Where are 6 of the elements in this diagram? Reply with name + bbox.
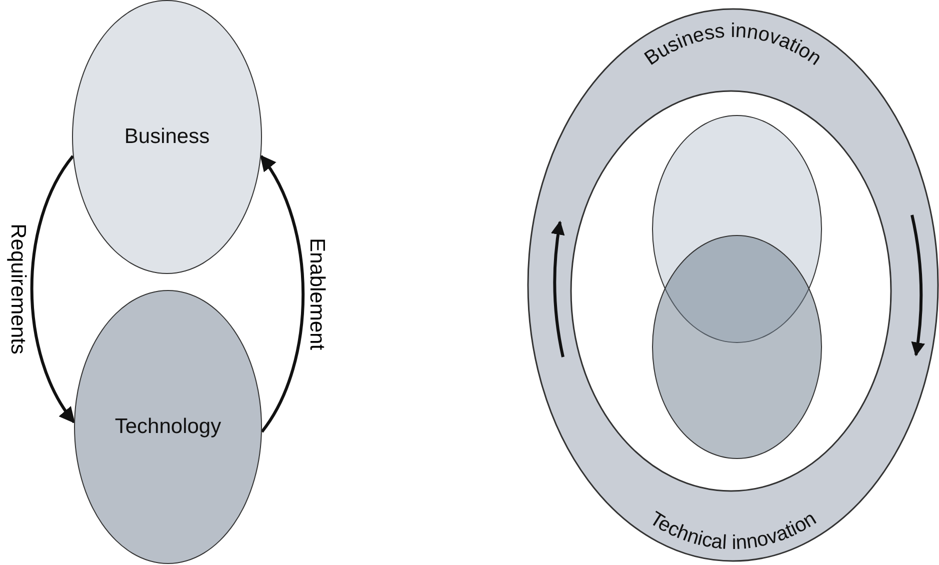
arrow [260,154,305,433]
arrow [30,155,76,424]
node-label: Technology [114,415,222,439]
ring-band [527,8,939,562]
edge-label: Requirements [7,224,28,354]
node-label: Business [124,125,210,149]
